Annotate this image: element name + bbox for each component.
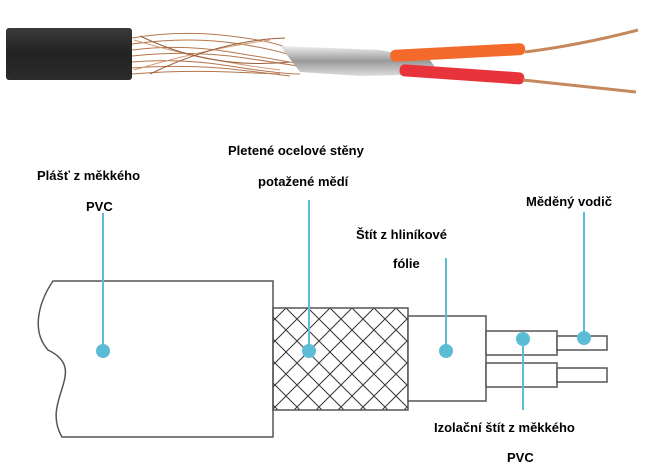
cable-photo (6, 28, 639, 94)
pointer-jacket-dot (96, 344, 110, 358)
copper-strand-1 (524, 28, 639, 54)
label-insulation-line2: PVC (507, 450, 534, 465)
pointer-conductor-dot (577, 331, 591, 345)
wire-orange (390, 43, 526, 62)
label-foil-line2: fólie (393, 256, 420, 271)
label-braid-line1: Pletené ocelové stěny (228, 143, 364, 158)
pointer-foil-dot (439, 344, 453, 358)
label-insulation-line1: Izolační štít z měkkého (434, 420, 575, 435)
braid-shape (272, 307, 409, 411)
wire-red (399, 64, 525, 85)
pointer-insulation-dot (516, 332, 530, 346)
insulation-lower (485, 362, 558, 388)
label-conductor: Měděný vodič (526, 194, 612, 209)
label-braid-line2: potažené mědí (258, 174, 349, 189)
jacket-photo (6, 28, 132, 80)
copper-strand-2 (522, 78, 637, 94)
pointer-braid-dot (302, 344, 316, 358)
label-jacket-line2: PVC (86, 199, 113, 214)
conductor-lower (556, 367, 608, 383)
jacket-shape (37, 280, 274, 438)
label-jacket-line1: Plášť z měkkého (37, 168, 141, 183)
label-foil-line1: Štít z hliníkové (356, 227, 448, 242)
